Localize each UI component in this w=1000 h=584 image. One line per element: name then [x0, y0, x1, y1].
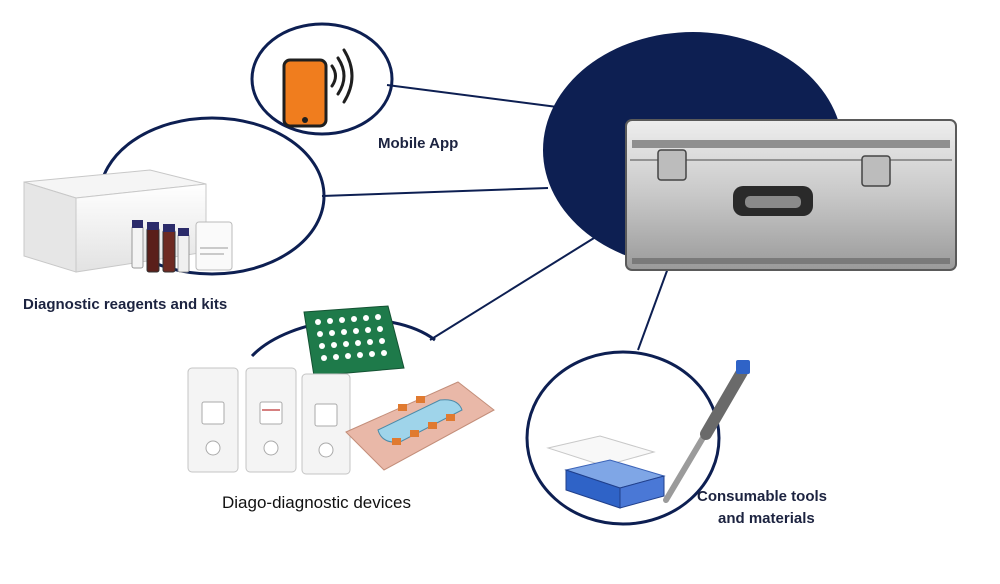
label-diagnostic-reagents: Diagnostic reagents and kits: [23, 296, 228, 313]
label-consumables-line1: Consumable tools: [697, 488, 828, 505]
aluminum-case-icon: [625, 119, 957, 271]
mobile-app-circle: [250, 22, 394, 136]
consumables-circle: [525, 350, 721, 526]
connector-consumables: [637, 267, 669, 351]
pipette-tips-icon: [546, 360, 750, 509]
test-cassettes-icon: [187, 305, 495, 475]
connector-mobile: [386, 84, 566, 109]
microplate-wells: [315, 314, 387, 361]
connector-reagents: [321, 187, 549, 197]
smartphone-wireless-icon: [282, 48, 354, 128]
connector-lines: [321, 84, 669, 351]
connector-devices: [429, 237, 595, 341]
label-diagnostic-devices: Diago-diagnostic devices: [222, 493, 411, 512]
label-mobile-app: Mobile App: [378, 135, 459, 152]
label-consumables-line2: and materials: [718, 510, 815, 527]
reagent-kit-box-icon: [23, 169, 233, 273]
